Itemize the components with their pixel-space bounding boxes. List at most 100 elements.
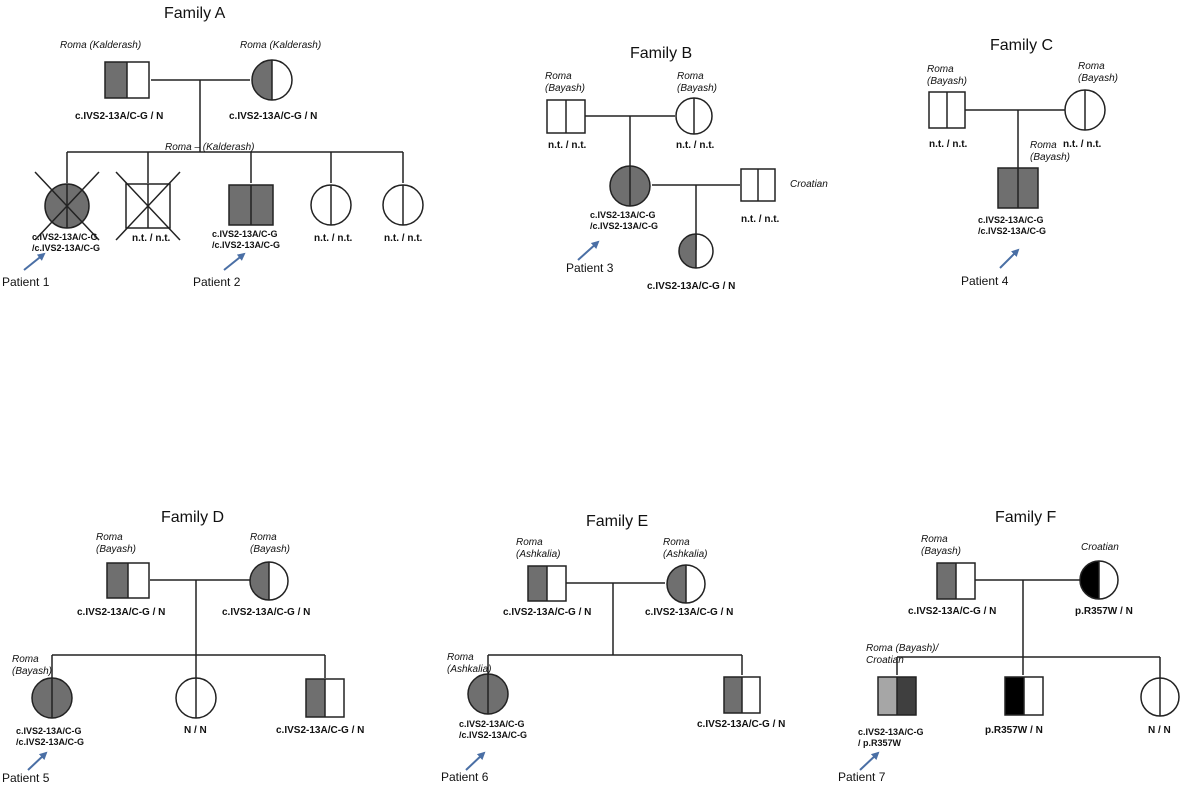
patient-5-arrow: [27, 751, 48, 771]
family-e-father-ethnicity-line1: Roma: [516, 537, 543, 548]
family-a-patient-1-genotype-line1: c.IVS2-13A/C-G: [32, 232, 98, 242]
family-d-patient-5-symbol: [31, 677, 73, 719]
family-f: Family F Roma (Bayash) c.IVS2-13A/C-G / …: [838, 509, 1180, 784]
family-e-mother-ethnicity-line1: Roma: [663, 537, 690, 548]
patient-4-arrow: [999, 248, 1020, 269]
family-b-spouse-genotype: n.t. / n.t.: [741, 214, 780, 225]
family-b-daughter-genotype: c.IVS2-13A/C-G / N: [647, 281, 735, 292]
family-e-patient-6-genotype-line1: c.IVS2-13A/C-G: [459, 719, 525, 729]
family-d-sibling-genotype: N / N: [184, 725, 207, 736]
family-d-patient-5-genotype-line2: /c.IVS2-13A/C-G: [16, 737, 84, 747]
family-b-spouse-ethnicity: Croatian: [790, 179, 828, 190]
family-b-mother-genotype: n.t. / n.t.: [676, 140, 715, 151]
family-a-patient-2-label: Patient 2: [193, 275, 241, 289]
family-a-patient-2-symbol: [228, 184, 274, 226]
family-e-patient-6-label: Patient 6: [441, 770, 489, 784]
family-f-patient-7-ethnicity-line1: Roma (Bayash)/: [866, 643, 939, 654]
family-e-father-symbol: [527, 565, 567, 602]
family-d-sibling-symbol: [175, 677, 217, 719]
family-f-patient-7-genotype-line2: / p.R357W: [858, 738, 902, 748]
family-d-lines: [51, 579, 326, 678]
family-e: Family E Roma (Ashkalia) c.IVS2-13A/C-G …: [441, 513, 785, 784]
family-b-patient-3-label: Patient 3: [566, 261, 614, 275]
family-b-mother-ethnicity-line2: (Bayash): [677, 83, 717, 94]
family-f-patient-7-ethnicity-line2: Croatian: [866, 655, 904, 666]
family-a-sibling-5-symbol: [382, 184, 424, 226]
family-f-mother-ethnicity: Croatian: [1081, 542, 1119, 553]
family-c-patient-4-genotype-line2: /c.IVS2-13A/C-G: [978, 226, 1046, 236]
patient-6-arrow: [465, 751, 486, 771]
family-f-mother-symbol: [1079, 560, 1119, 600]
family-a-patient-2-genotype-line2: /c.IVS2-13A/C-G: [212, 240, 280, 250]
family-d-father-symbol: [106, 562, 150, 599]
family-f-sister-genotype: N / N: [1148, 725, 1171, 736]
family-e-patient-6-symbol: [467, 673, 509, 715]
family-c-father-symbol: [928, 91, 966, 129]
family-a-sibling-4-symbol: [310, 184, 352, 226]
family-a-patient-2-genotype-line1: c.IVS2-13A/C-G: [212, 229, 278, 239]
patient-2-arrow: [223, 252, 246, 271]
family-b-father-ethnicity-line1: Roma: [545, 71, 572, 82]
family-a-sibling-5-genotype: n.t. / n.t.: [384, 233, 423, 244]
family-b-spouse-symbol: [740, 168, 776, 202]
family-a-mother-genotype: c.IVS2-13A/C-G / N: [229, 111, 317, 122]
family-c-patient-4-ethnicity-line1: Roma: [1030, 140, 1057, 151]
family-b-patient-3-genotype-line2: /c.IVS2-13A/C-G: [590, 221, 658, 231]
family-d-father-ethnicity-line2: (Bayash): [96, 544, 136, 555]
family-d: Family D Roma (Bayash) c.IVS2-13A/C-G / …: [2, 509, 364, 785]
family-a-father-symbol: [104, 61, 150, 99]
family-d-father-genotype: c.IVS2-13A/C-G / N: [77, 607, 165, 618]
family-c-lines: [965, 109, 1065, 168]
family-a-patient-1-symbol: [34, 171, 100, 241]
family-b-father-ethnicity-line2: (Bayash): [545, 83, 585, 94]
family-f-father-genotype: c.IVS2-13A/C-G / N: [908, 606, 996, 617]
family-b: Family B Roma (Bayash) n.t. / n.t. Roma …: [545, 45, 828, 292]
family-d-patient-5-ethnicity-line1: Roma: [12, 654, 39, 665]
family-c-patient-4-symbol: [997, 167, 1039, 209]
family-d-father-ethnicity-line1: Roma: [96, 532, 123, 543]
patient-1-arrow: [23, 252, 46, 271]
family-e-patient-6-ethnicity-line1: Roma: [447, 652, 474, 663]
deceased-slash-2: [34, 171, 100, 241]
family-d-title: Family D: [161, 509, 224, 526]
family-f-title: Family F: [995, 509, 1057, 526]
family-c-father-genotype: n.t. / n.t.: [929, 139, 968, 150]
family-b-patient-3-symbol: [609, 165, 651, 207]
family-e-patient-6-genotype-line2: /c.IVS2-13A/C-G: [459, 730, 527, 740]
family-d-patient-5-genotype-line1: c.IVS2-13A/C-G: [16, 726, 82, 736]
family-b-patient-3-genotype-line1: c.IVS2-13A/C-G: [590, 210, 656, 220]
family-a-sibling-4-genotype: n.t. / n.t.: [314, 233, 353, 244]
family-e-brother-symbol: [723, 676, 761, 714]
family-d-mother-genotype: c.IVS2-13A/C-G / N: [222, 607, 310, 618]
family-a-mother-symbol: [251, 59, 293, 101]
family-b-father-genotype: n.t. / n.t.: [548, 140, 587, 151]
family-b-lines: [585, 115, 740, 250]
family-e-mother-symbol: [666, 564, 706, 604]
family-c-mother-ethnicity-line1: Roma: [1078, 61, 1105, 72]
family-a-patient-1-genotype-line2: /c.IVS2-13A/C-G: [32, 243, 100, 253]
family-e-patient-6-ethnicity-line2: (Ashkalia): [447, 664, 491, 675]
family-e-father-ethnicity-line2: (Ashkalia): [516, 549, 560, 560]
family-f-patient-7-symbol: [877, 676, 917, 716]
family-a-sibship-ethnicity: Roma – (Kalderash): [165, 142, 254, 153]
family-c-title: Family C: [990, 37, 1053, 54]
family-c-patient-4-ethnicity-line2: (Bayash): [1030, 152, 1070, 163]
family-d-mother-ethnicity-line2: (Bayash): [250, 544, 290, 555]
family-c-father-ethnicity-line1: Roma: [927, 64, 954, 75]
family-b-mother-ethnicity-line1: Roma: [677, 71, 704, 82]
family-c-mother-symbol: [1064, 89, 1106, 131]
family-d-mother-ethnicity-line1: Roma: [250, 532, 277, 543]
family-e-father-genotype: c.IVS2-13A/C-G / N: [503, 607, 591, 618]
family-a: Family A Roma (Kalderash) c.IVS2-13A/C-G…: [2, 5, 424, 289]
family-f-patient-7-label: Patient 7: [838, 770, 886, 784]
family-f-sister-symbol: [1140, 677, 1180, 717]
family-a-sibling-2-symbol: [115, 171, 181, 241]
patient-3-arrow: [577, 240, 600, 261]
family-c-father-ethnicity-line2: (Bayash): [927, 76, 967, 87]
family-f-father-symbol: [936, 562, 976, 600]
family-b-title: Family B: [630, 45, 692, 62]
family-a-father-genotype: c.IVS2-13A/C-G / N: [75, 111, 163, 122]
family-c-patient-4-label: Patient 4: [961, 274, 1009, 288]
family-e-brother-genotype: c.IVS2-13A/C-G / N: [697, 719, 785, 730]
